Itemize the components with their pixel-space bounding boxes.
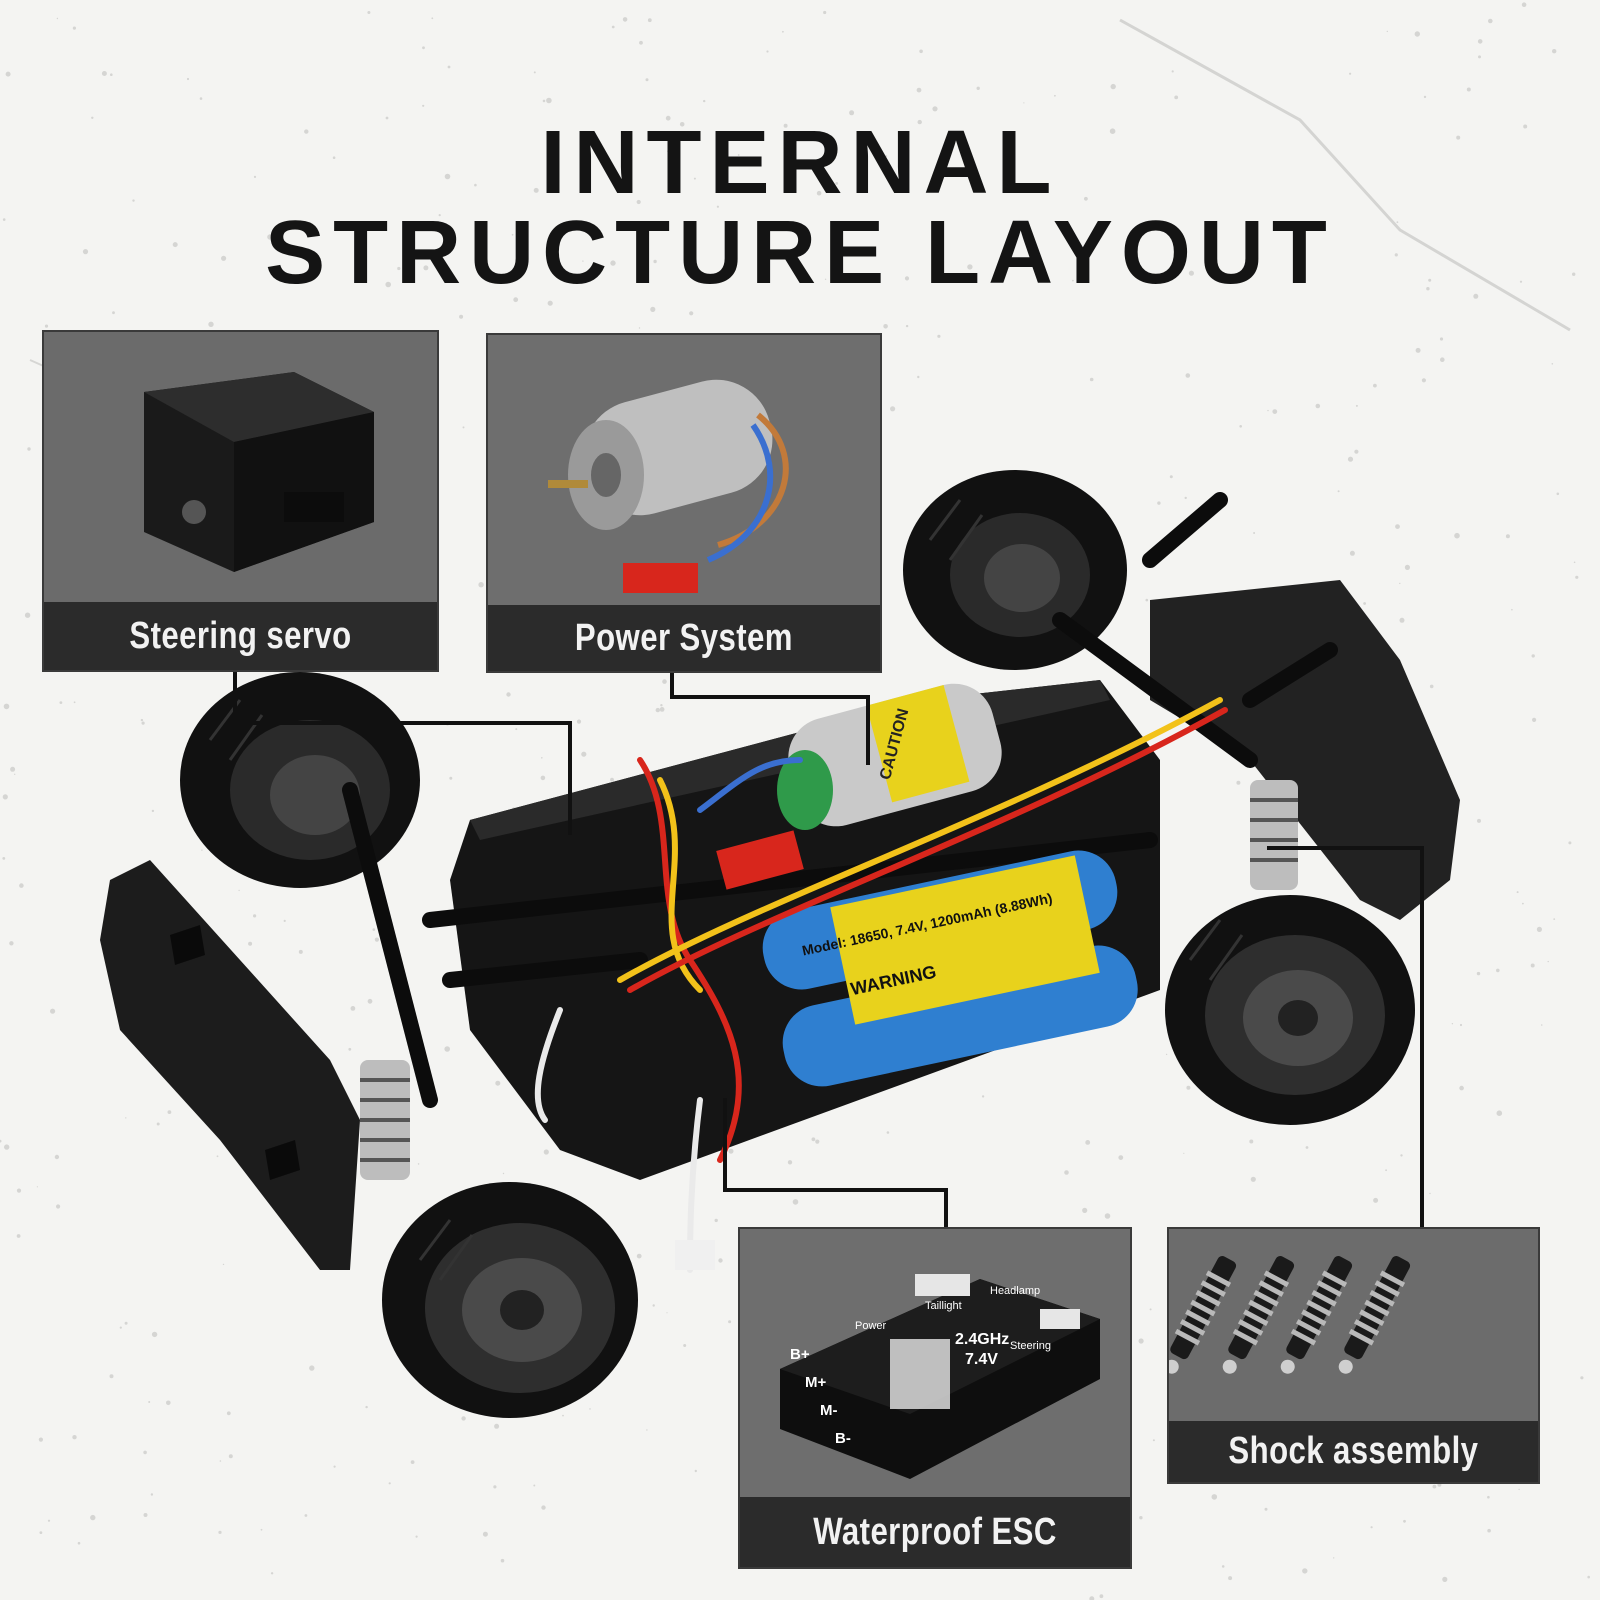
- svg-text:B-: B-: [835, 1430, 851, 1447]
- callout-card-esc: B+ M+ M- B- Power Taillight Headlamp Ste…: [738, 1227, 1132, 1569]
- callout-card-steering-servo: Steering servo: [42, 330, 439, 672]
- rear-plate: [1150, 580, 1460, 920]
- svg-text:2.4GHz: 2.4GHz: [955, 1331, 1009, 1348]
- wheel-top-rear: [903, 470, 1127, 670]
- rear-shock: [1250, 780, 1298, 890]
- shock-absorber-item: [1280, 1256, 1353, 1374]
- motor-on-chassis: CAUTION: [777, 683, 1002, 830]
- red-connector: [716, 830, 804, 890]
- shock-absorber-item: [1169, 1256, 1237, 1374]
- shock-absorbers-photo: [1169, 1229, 1538, 1421]
- svg-text:Steering: Steering: [1010, 1340, 1051, 1352]
- battery-pack: Model: 18650, 7.4V, 1200mAh (8.88Wh) WAR…: [762, 850, 1138, 1087]
- steering-servo-photo: [44, 332, 437, 602]
- balance-plug: [675, 1240, 715, 1270]
- caption-power-system: Power System: [488, 605, 880, 671]
- esc-board-photo: B+ M+ M- B- Power Taillight Headlamp Ste…: [740, 1229, 1130, 1499]
- wheel-rear-right: [1165, 895, 1415, 1125]
- leader-power: [670, 668, 870, 765]
- callout-card-power-system: Power System: [486, 333, 882, 673]
- front-shock: [360, 1060, 410, 1180]
- svg-text:7.4V: 7.4V: [965, 1351, 998, 1368]
- leader-esc: [723, 1098, 948, 1243]
- wheel-front-right: [382, 1182, 638, 1418]
- caption-shock-assembly: Shock assembly: [1169, 1421, 1538, 1482]
- leader-steering: [233, 668, 572, 835]
- svg-text:M+: M+: [805, 1374, 826, 1391]
- motor-photo: [488, 335, 880, 605]
- caption-esc: Waterproof ESC (GYRO): [740, 1497, 1130, 1567]
- svg-text:Headlamp: Headlamp: [990, 1285, 1040, 1297]
- svg-text:Taillight: Taillight: [925, 1300, 962, 1312]
- svg-text:Power: Power: [855, 1320, 887, 1332]
- shock-absorber-item: [1222, 1256, 1295, 1374]
- title-line-2: STRUCTURE LAYOUT: [265, 203, 1335, 303]
- callout-card-shock-assembly: Shock assembly: [1167, 1227, 1540, 1484]
- leader-shock: [1267, 846, 1424, 1237]
- shock-absorber-item: [1338, 1256, 1411, 1374]
- caption-steering-servo: Steering servo: [44, 602, 437, 670]
- svg-text:B+: B+: [790, 1346, 810, 1363]
- title-line-1: INTERNAL: [540, 113, 1060, 213]
- svg-text:M-: M-: [820, 1402, 838, 1419]
